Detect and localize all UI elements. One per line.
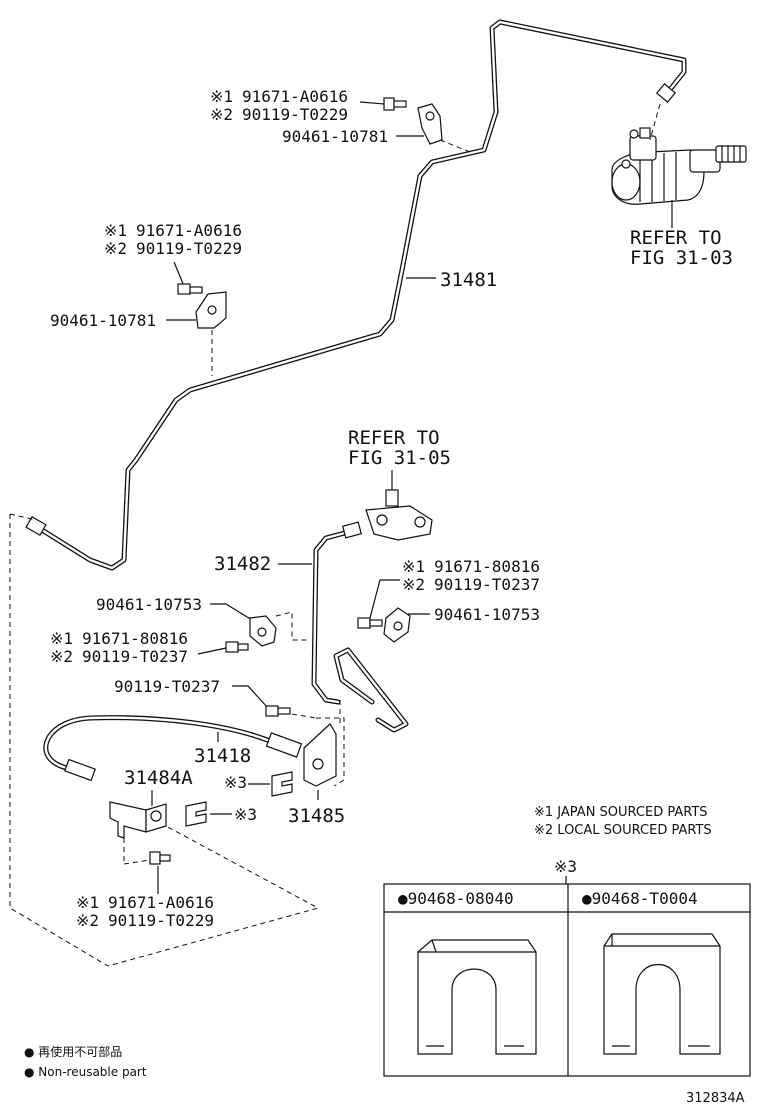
clamp-top-icon: [417, 103, 443, 145]
refer-slave-line1: REFER TO: [348, 427, 440, 449]
bolt-a-partno: 91671-A0616: [242, 87, 348, 106]
hose-31418: [43, 715, 303, 782]
legend-local: ※2 LOCAL SOURCED PARTS: [534, 823, 712, 838]
bolt-d-partno: 90119-T0229: [136, 239, 242, 258]
mark1-label-right: ※1: [402, 557, 425, 576]
tube-31482-label: 31482: [214, 553, 271, 575]
clamp-right-partno: 90461-10753: [434, 605, 540, 624]
bolt-c-partno: 91671-A0616: [136, 221, 242, 240]
mark2-label-bottom: ※2: [76, 911, 99, 930]
hose-31418-label: 31418: [194, 745, 251, 767]
refer-slave-line2: FIG 31-05: [348, 447, 451, 469]
clip-3b-icon: [271, 771, 293, 797]
mark1-label: ※1: [210, 87, 233, 106]
clamp-left-icon: [249, 615, 277, 647]
bolt-mid-icon: [177, 283, 203, 295]
clip-3a-icon: [185, 801, 207, 827]
bolt-g-partno: 91671-80816: [82, 629, 188, 648]
tube-31481-label: 31481: [440, 269, 497, 291]
bracket-31484a-icon: [109, 801, 167, 839]
tube-fitting-top: [655, 83, 677, 103]
clamp-left-partno: 90461-10753: [96, 595, 202, 614]
bolt-i-partno: 91671-A0616: [108, 893, 214, 912]
master-cylinder: [611, 103, 747, 228]
bolt-bottom-icon: [149, 851, 171, 865]
non-reusable-en: ● Non-reusable part: [24, 1065, 147, 1079]
mark3-label-a: ※3: [234, 805, 257, 824]
bracket-31484a-label: 31484A: [124, 767, 193, 789]
mark2-label: ※2: [210, 105, 233, 124]
clip-table: [383, 883, 751, 1077]
mark1-label-bottom: ※1: [76, 893, 99, 912]
hose-fitting-right: [265, 732, 303, 758]
mark1-label-left: ※1: [50, 629, 73, 648]
bolt-single-icon: [265, 705, 291, 717]
group-outline: [9, 514, 320, 967]
figure-code: 312834A: [686, 1091, 745, 1106]
clip-b-partno: ●90468-T0004: [582, 889, 698, 908]
bracket-31485-label: 31485: [288, 805, 345, 827]
bolt-left-icon: [225, 641, 249, 653]
clamp-right-icon: [383, 607, 411, 643]
refer-master-line1: REFER TO: [630, 227, 722, 249]
bolt-b-partno: 90119-T0229: [242, 105, 348, 124]
tube-31482: [311, 521, 409, 733]
bolt-single-partno: 90119-T0237: [114, 677, 220, 696]
mark3-label-b: ※3: [224, 773, 247, 792]
mark1-label-mid: ※1: [104, 221, 127, 240]
non-reusable-jp: ● 再使用不可部品: [24, 1044, 122, 1059]
clip-b-icon: [603, 933, 721, 1055]
hose-fitting-left: [64, 758, 96, 782]
table-mark3: ※3: [554, 857, 577, 876]
tube-31482-fitting: [341, 521, 363, 539]
tube-31481: [25, 19, 687, 571]
clip-a-icon: [417, 939, 537, 1055]
bolt-top-icon: [383, 97, 407, 111]
bolt-f-partno: 90119-T0237: [434, 575, 540, 594]
mark2-label-right: ※2: [402, 575, 425, 594]
bolt-e-partno: 91671-80816: [434, 557, 540, 576]
clamp-top-partno: 90461-10781: [282, 127, 388, 146]
bracket-31485-icon: [303, 723, 337, 787]
bolt-j-partno: 90119-T0229: [108, 911, 214, 930]
slave-valve-icon: [365, 489, 433, 541]
clamp-mid-icon: [195, 291, 227, 329]
clamp-mid-partno: 90461-10781: [50, 311, 156, 330]
mark2-label-mid: ※2: [104, 239, 127, 258]
bolt-right-icon: [357, 617, 383, 629]
refer-master-line2: FIG 31-03: [630, 247, 733, 269]
mark2-label-left: ※2: [50, 647, 73, 666]
clip-a-partno: ●90468-08040: [398, 889, 514, 908]
tube-fitting-left: [25, 515, 47, 537]
bolt-h-partno: 90119-T0237: [82, 647, 188, 666]
legend-japan: ※1 JAPAN SOURCED PARTS: [534, 805, 708, 820]
